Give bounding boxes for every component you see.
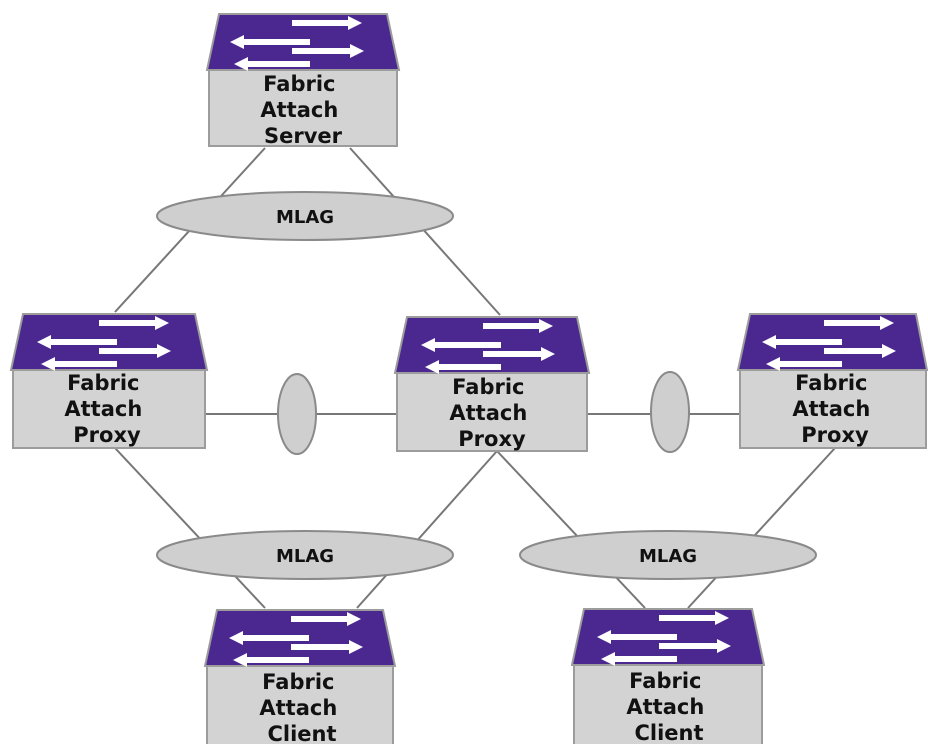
switch-label-line-3: Proxy bbox=[801, 423, 869, 447]
mlag-label: MLAG bbox=[276, 546, 334, 567]
switch-label-line-1: Fabric bbox=[795, 371, 867, 395]
switch-label-line-1: Fabric bbox=[67, 371, 139, 395]
svg-text:Fabric Attach Clie: Fabric Attach Client bbox=[626, 669, 711, 744]
switch-fabric-attach-proxy-left: Fabric Attach Proxy bbox=[9, 313, 209, 449]
bidirectional-arrows-icon bbox=[230, 16, 364, 71]
bidirectional-arrows-icon bbox=[762, 316, 896, 371]
link-server-to-proxy-center bbox=[349, 147, 501, 316]
mlag-bottom-left: MLAG bbox=[156, 530, 454, 580]
link-proxy-center-to-client-left bbox=[356, 450, 498, 609]
svg-text:Fabric Attach Prox: Fabric Attach Proxy bbox=[792, 371, 877, 447]
svg-text:Fabric Attach Prox: Fabric Attach Proxy bbox=[64, 371, 149, 447]
switch-label-line-1: Fabric bbox=[262, 670, 334, 694]
lag-ellipse-left bbox=[277, 373, 317, 455]
switch-fabric-attach-proxy-center: Fabric Attach Proxy bbox=[393, 316, 591, 452]
switch-fabric-attach-server: Fabric Attach Server bbox=[205, 13, 401, 148]
mlag-label: MLAG bbox=[276, 207, 334, 228]
switch-label-line-1: Fabric bbox=[629, 669, 701, 693]
switch-label-line-1: Fabric bbox=[263, 72, 335, 96]
mlag-top: MLAG bbox=[156, 191, 454, 241]
lag-ellipse-right bbox=[650, 371, 690, 453]
switch-label-line-3: Client bbox=[267, 722, 336, 744]
mlag-ellipse bbox=[519, 530, 817, 580]
bidirectional-arrows-icon bbox=[597, 611, 731, 666]
switch-label-line-1: Fabric bbox=[452, 375, 524, 399]
switch-label-line-2: Attach bbox=[260, 98, 338, 122]
switch-label-line-2: Attach bbox=[449, 401, 527, 425]
switch-label-line-3: Server bbox=[264, 124, 343, 148]
mlag-ellipse bbox=[156, 530, 454, 580]
switch-label-line-2: Attach bbox=[792, 397, 870, 421]
link-proxy-center-to-client-right bbox=[496, 450, 646, 609]
switch-label-line-3: Proxy bbox=[458, 427, 526, 451]
link-proxy-right-to-client-right bbox=[687, 447, 836, 609]
mlag-bottom-right: MLAG bbox=[519, 530, 817, 580]
bidirectional-arrows-icon bbox=[229, 612, 363, 667]
mlag-label: MLAG bbox=[639, 546, 697, 567]
mlag-ellipse bbox=[156, 191, 454, 241]
svg-text:Fabric Attach Prox: Fabric Attach Proxy bbox=[449, 375, 534, 451]
bidirectional-arrows-icon bbox=[421, 319, 555, 374]
link-proxy-left-to-client-left bbox=[114, 447, 266, 609]
bidirectional-arrows-icon bbox=[37, 316, 171, 371]
switch-fabric-attach-proxy-right: Fabric Attach Proxy bbox=[736, 313, 928, 449]
links bbox=[114, 147, 836, 609]
switch-label-line-2: Attach bbox=[64, 397, 142, 421]
switch-label-line-3: Client bbox=[634, 721, 703, 744]
switch-fabric-attach-client-right: Fabric Attach Client bbox=[570, 608, 766, 744]
switch-label-line-2: Attach bbox=[259, 696, 337, 720]
svg-text:Fabric Attach Serv: Fabric Attach Server bbox=[260, 72, 345, 148]
switch-label-line-2: Attach bbox=[626, 695, 704, 719]
svg-text:Fabric Attach Clie: Fabric Attach Client bbox=[259, 670, 344, 744]
switch-fabric-attach-client-left: Fabric Attach Client bbox=[203, 609, 397, 744]
switch-label-line-3: Proxy bbox=[73, 423, 141, 447]
